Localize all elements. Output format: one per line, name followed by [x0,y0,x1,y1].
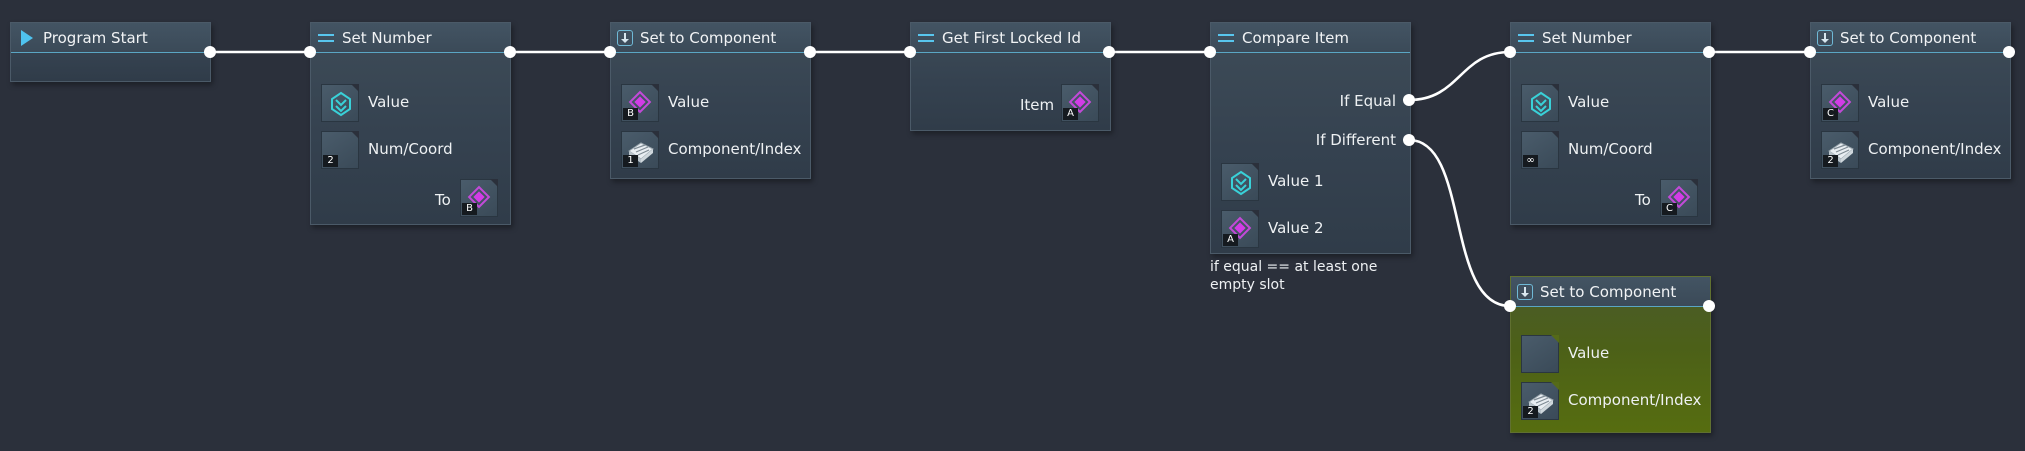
output-icon [617,29,633,46]
comment-line: if equal == at least one [1210,259,1378,275]
output-port[interactable] [804,46,816,58]
output-icon [1517,283,1533,300]
component-slot[interactable]: 2 [1521,382,1559,420]
set-to-component-node[interactable]: Set to Component B Value 1 Component/Ind… [610,22,811,179]
item-id-icon [1231,170,1251,196]
node-title: Set to Component [1540,282,1677,301]
slot-badge: A [1063,108,1078,120]
set-to-component-node[interactable]: Set to Component C Value 2 Component/Ind… [1810,22,2011,179]
value-label: Value [1568,93,1610,111]
if-different-label: If Different [1315,131,1396,149]
node-header[interactable]: Set to Component [611,23,810,53]
output-port[interactable] [504,46,516,58]
output-port[interactable] [1703,300,1715,312]
component-index-label: Component/Index [1868,140,2002,158]
set-number-node[interactable]: Set Number Value 2 Num/Coord To B [310,22,511,225]
component-index-label: Component/Index [1568,391,1702,409]
to-register-slot[interactable]: B [460,179,498,217]
if-equal-label: If Equal [1339,92,1396,110]
output-icon [1817,29,1833,46]
value2-label: Value 2 [1268,219,1324,237]
output-port[interactable] [2003,46,2015,58]
play-icon [21,29,33,46]
if-equal-port[interactable] [1403,94,1415,106]
wire-ifequal-to-setnumber [1407,50,1512,102]
value-slot[interactable] [1521,84,1559,122]
input-port[interactable] [1504,46,1516,58]
set-number-node[interactable]: Set Number Value ∞ Num/Coord To C [1510,22,1711,225]
value-label: Value [1868,93,1910,111]
instruction-icon [1217,29,1235,47]
comment-note[interactable]: if equal == at least one empty slot [1210,258,1377,294]
num-coord-slot[interactable]: ∞ [1521,131,1559,169]
num-coord-label: Num/Coord [368,140,453,158]
node-title: Set to Component [1840,28,1977,47]
value-slot[interactable]: C [1821,84,1859,122]
node-header[interactable]: Get First Locked Id [911,23,1110,53]
slot-badge: ∞ [1523,155,1538,167]
instruction-icon [317,29,335,47]
value1-slot[interactable] [1221,163,1259,201]
set-to-component-node-highlighted[interactable]: Set to Component Value 2 Component/Index [1510,276,1711,433]
node-header[interactable]: Set Number [1511,23,1710,53]
to-label: To [1635,191,1651,209]
value-slot[interactable] [321,84,359,122]
node-title: Get First Locked Id [942,28,1081,47]
value-slot[interactable] [1521,335,1559,373]
num-coord-label: Num/Coord [1568,140,1653,158]
node-header[interactable]: Compare Item [1211,23,1410,53]
node-header[interactable]: Program Start [11,23,210,53]
node-title: Set Number [1542,28,1632,47]
slot-badge: 2 [1823,155,1838,167]
instruction-icon [917,29,935,47]
slot-badge: A [1223,234,1238,246]
program-start-node[interactable]: Program Start [10,22,211,82]
input-port[interactable] [1204,46,1216,58]
to-register-slot[interactable]: C [1660,179,1698,217]
node-title: Compare Item [1242,28,1349,47]
input-port[interactable] [604,46,616,58]
value2-slot[interactable]: A [1221,210,1259,248]
wire-ifdifferent-to-setcomponent [1407,138,1512,308]
input-port[interactable] [1504,300,1516,312]
slot-badge: 1 [623,155,638,167]
item-label: Item [1020,96,1055,114]
input-port[interactable] [904,46,916,58]
slot-badge: C [1662,203,1677,215]
value1-label: Value 1 [1268,172,1324,190]
component-slot[interactable]: 1 [621,131,659,169]
node-header[interactable]: Set to Component [1811,23,2010,53]
item-id-icon [1531,91,1551,117]
input-port[interactable] [304,46,316,58]
slot-badge: B [623,108,638,120]
if-different-port[interactable] [1403,134,1415,146]
output-port[interactable] [1103,46,1115,58]
output-port[interactable] [1703,46,1715,58]
value-slot[interactable]: B [621,84,659,122]
input-port[interactable] [1804,46,1816,58]
node-title: Set to Component [640,28,777,47]
value-label: Value [1568,344,1610,362]
component-slot[interactable]: 2 [1821,131,1859,169]
num-coord-slot[interactable]: 2 [321,131,359,169]
instruction-icon [1517,29,1535,47]
output-port[interactable] [204,46,216,58]
get-first-locked-id-node[interactable]: Get First Locked Id Item A [910,22,1111,131]
value-label: Value [668,93,710,111]
slot-badge: 2 [323,155,338,167]
comment-line: empty slot [1210,277,1285,293]
node-title: Set Number [342,28,432,47]
to-label: To [435,191,451,209]
value-label: Value [368,93,410,111]
node-header[interactable]: Set Number [311,23,510,53]
item-id-icon [331,91,351,117]
slot-badge: B [462,203,477,215]
item-register-slot[interactable]: A [1061,84,1099,122]
slot-badge: 2 [1523,406,1538,418]
slot-badge: C [1823,108,1838,120]
component-index-label: Component/Index [668,140,802,158]
node-header[interactable]: Set to Component [1511,277,1710,307]
compare-item-node[interactable]: Compare Item If Equal If Different Value… [1210,22,1411,254]
node-title: Program Start [43,28,148,47]
